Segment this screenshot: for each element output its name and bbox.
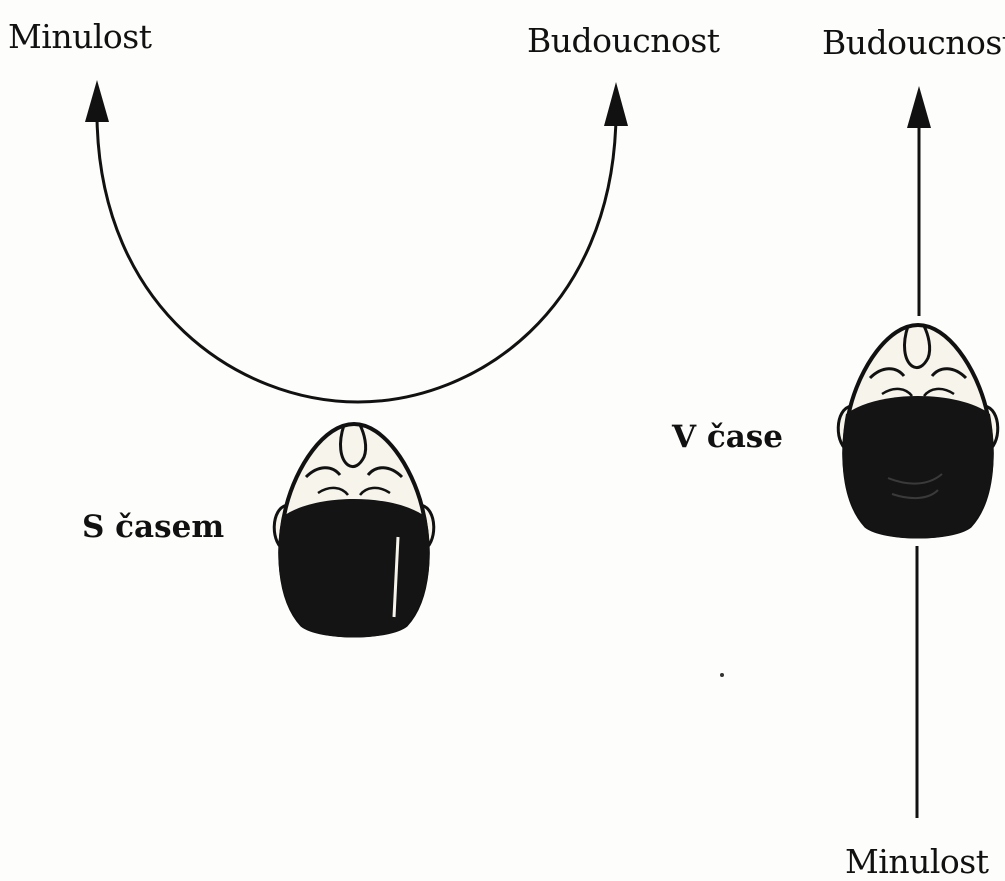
arrowhead-future-mid	[604, 82, 628, 126]
label-future-mid: Budoucnost	[527, 24, 720, 57]
label-through-time: S časem	[82, 512, 224, 543]
head-top-view-icon	[274, 424, 434, 638]
arrowhead-past-left	[85, 80, 109, 122]
time-arc	[97, 118, 616, 402]
label-past-bottom: Minulost	[845, 845, 988, 878]
label-past-left: Minulost	[8, 20, 151, 53]
speck	[720, 673, 724, 677]
label-future-right: Budoucnost	[822, 26, 1005, 59]
arrowhead-future-right	[907, 86, 931, 128]
label-in-time: V čase	[672, 422, 783, 453]
head-top-view-icon	[838, 325, 998, 539]
